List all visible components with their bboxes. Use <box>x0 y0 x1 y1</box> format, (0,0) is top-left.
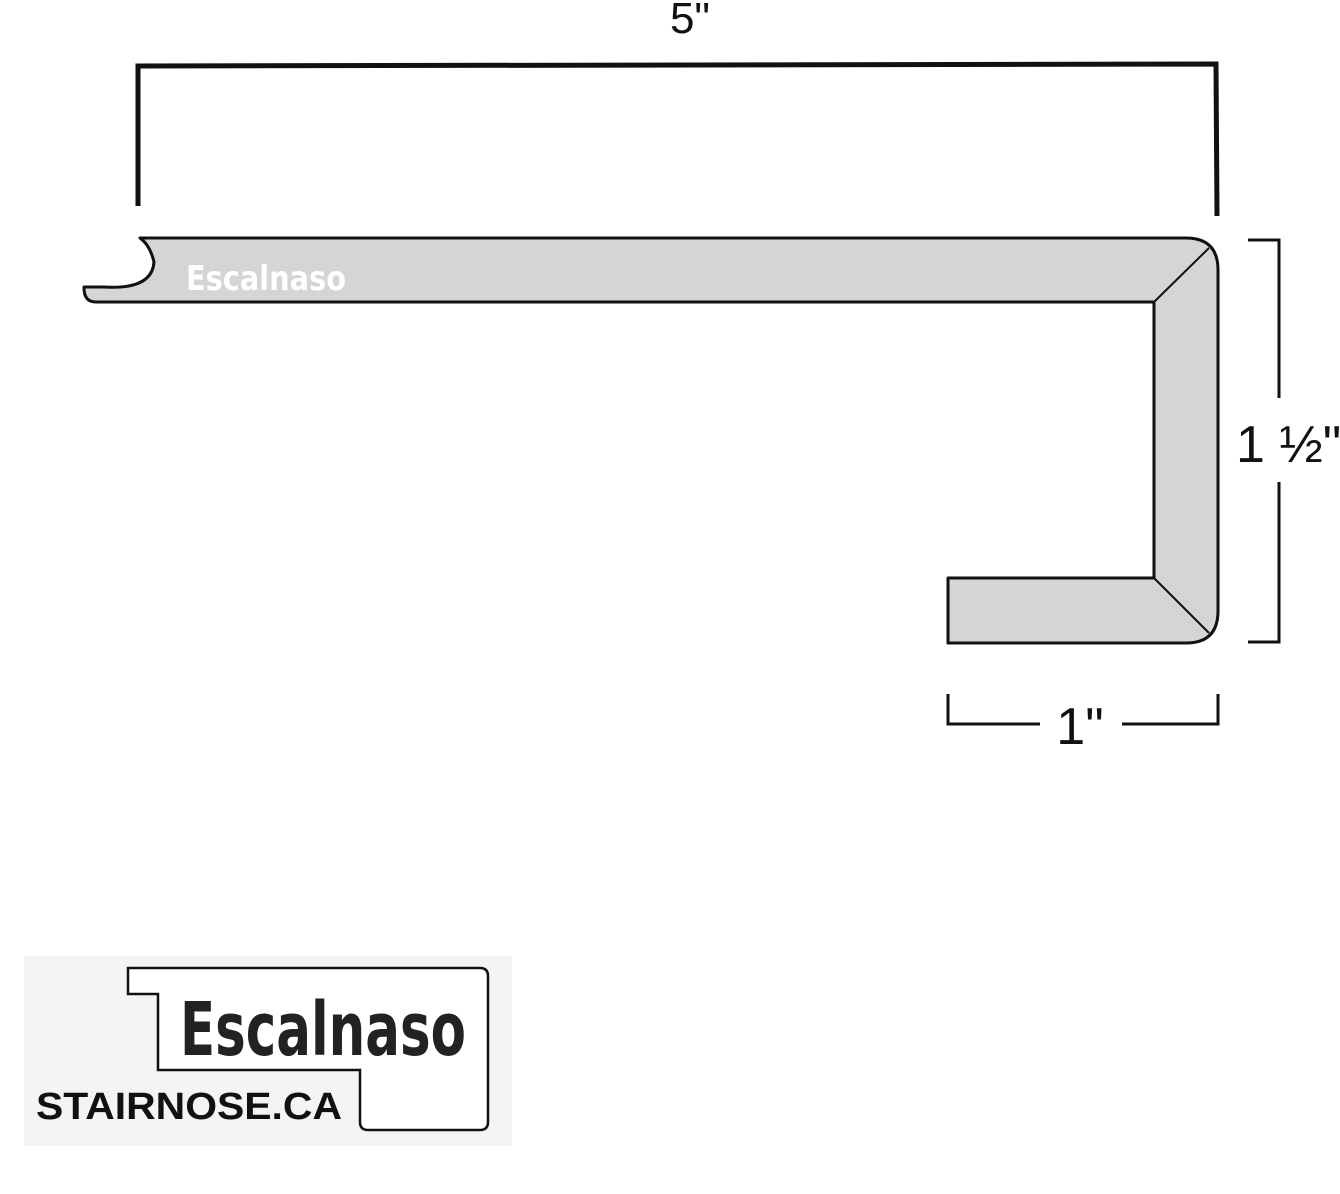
height-bracket-top <box>1248 238 1281 398</box>
stair-nose-profile: Escalnaso <box>82 236 1220 645</box>
profile-shape <box>82 236 1220 645</box>
profile-miter-top <box>1153 247 1210 303</box>
logo-frame <box>126 966 490 1132</box>
depth-label: 1" <box>1056 698 1103 756</box>
depth-dimension: 1" <box>946 694 1220 756</box>
height-bracket-bottom <box>1248 482 1281 644</box>
width-dimension: 5" <box>135 0 1220 217</box>
width-label: 5" <box>670 0 710 43</box>
logo-brand-text: Escalnaso <box>180 987 466 1073</box>
width-bracket <box>135 61 1220 217</box>
height-label: 1 ½" <box>1236 416 1340 474</box>
height-dimension: 1 ½" <box>1236 238 1340 644</box>
depth-bracket-right <box>1122 694 1220 726</box>
profile-brand-text: Escalnaso <box>186 259 346 299</box>
logo-site-text: STAIRNOSE.CA <box>36 1086 342 1128</box>
depth-bracket-left <box>946 694 1040 726</box>
profile-miter-bottom <box>1153 577 1210 634</box>
company-logo: Escalnaso STAIRNOSE.CA <box>24 956 512 1146</box>
